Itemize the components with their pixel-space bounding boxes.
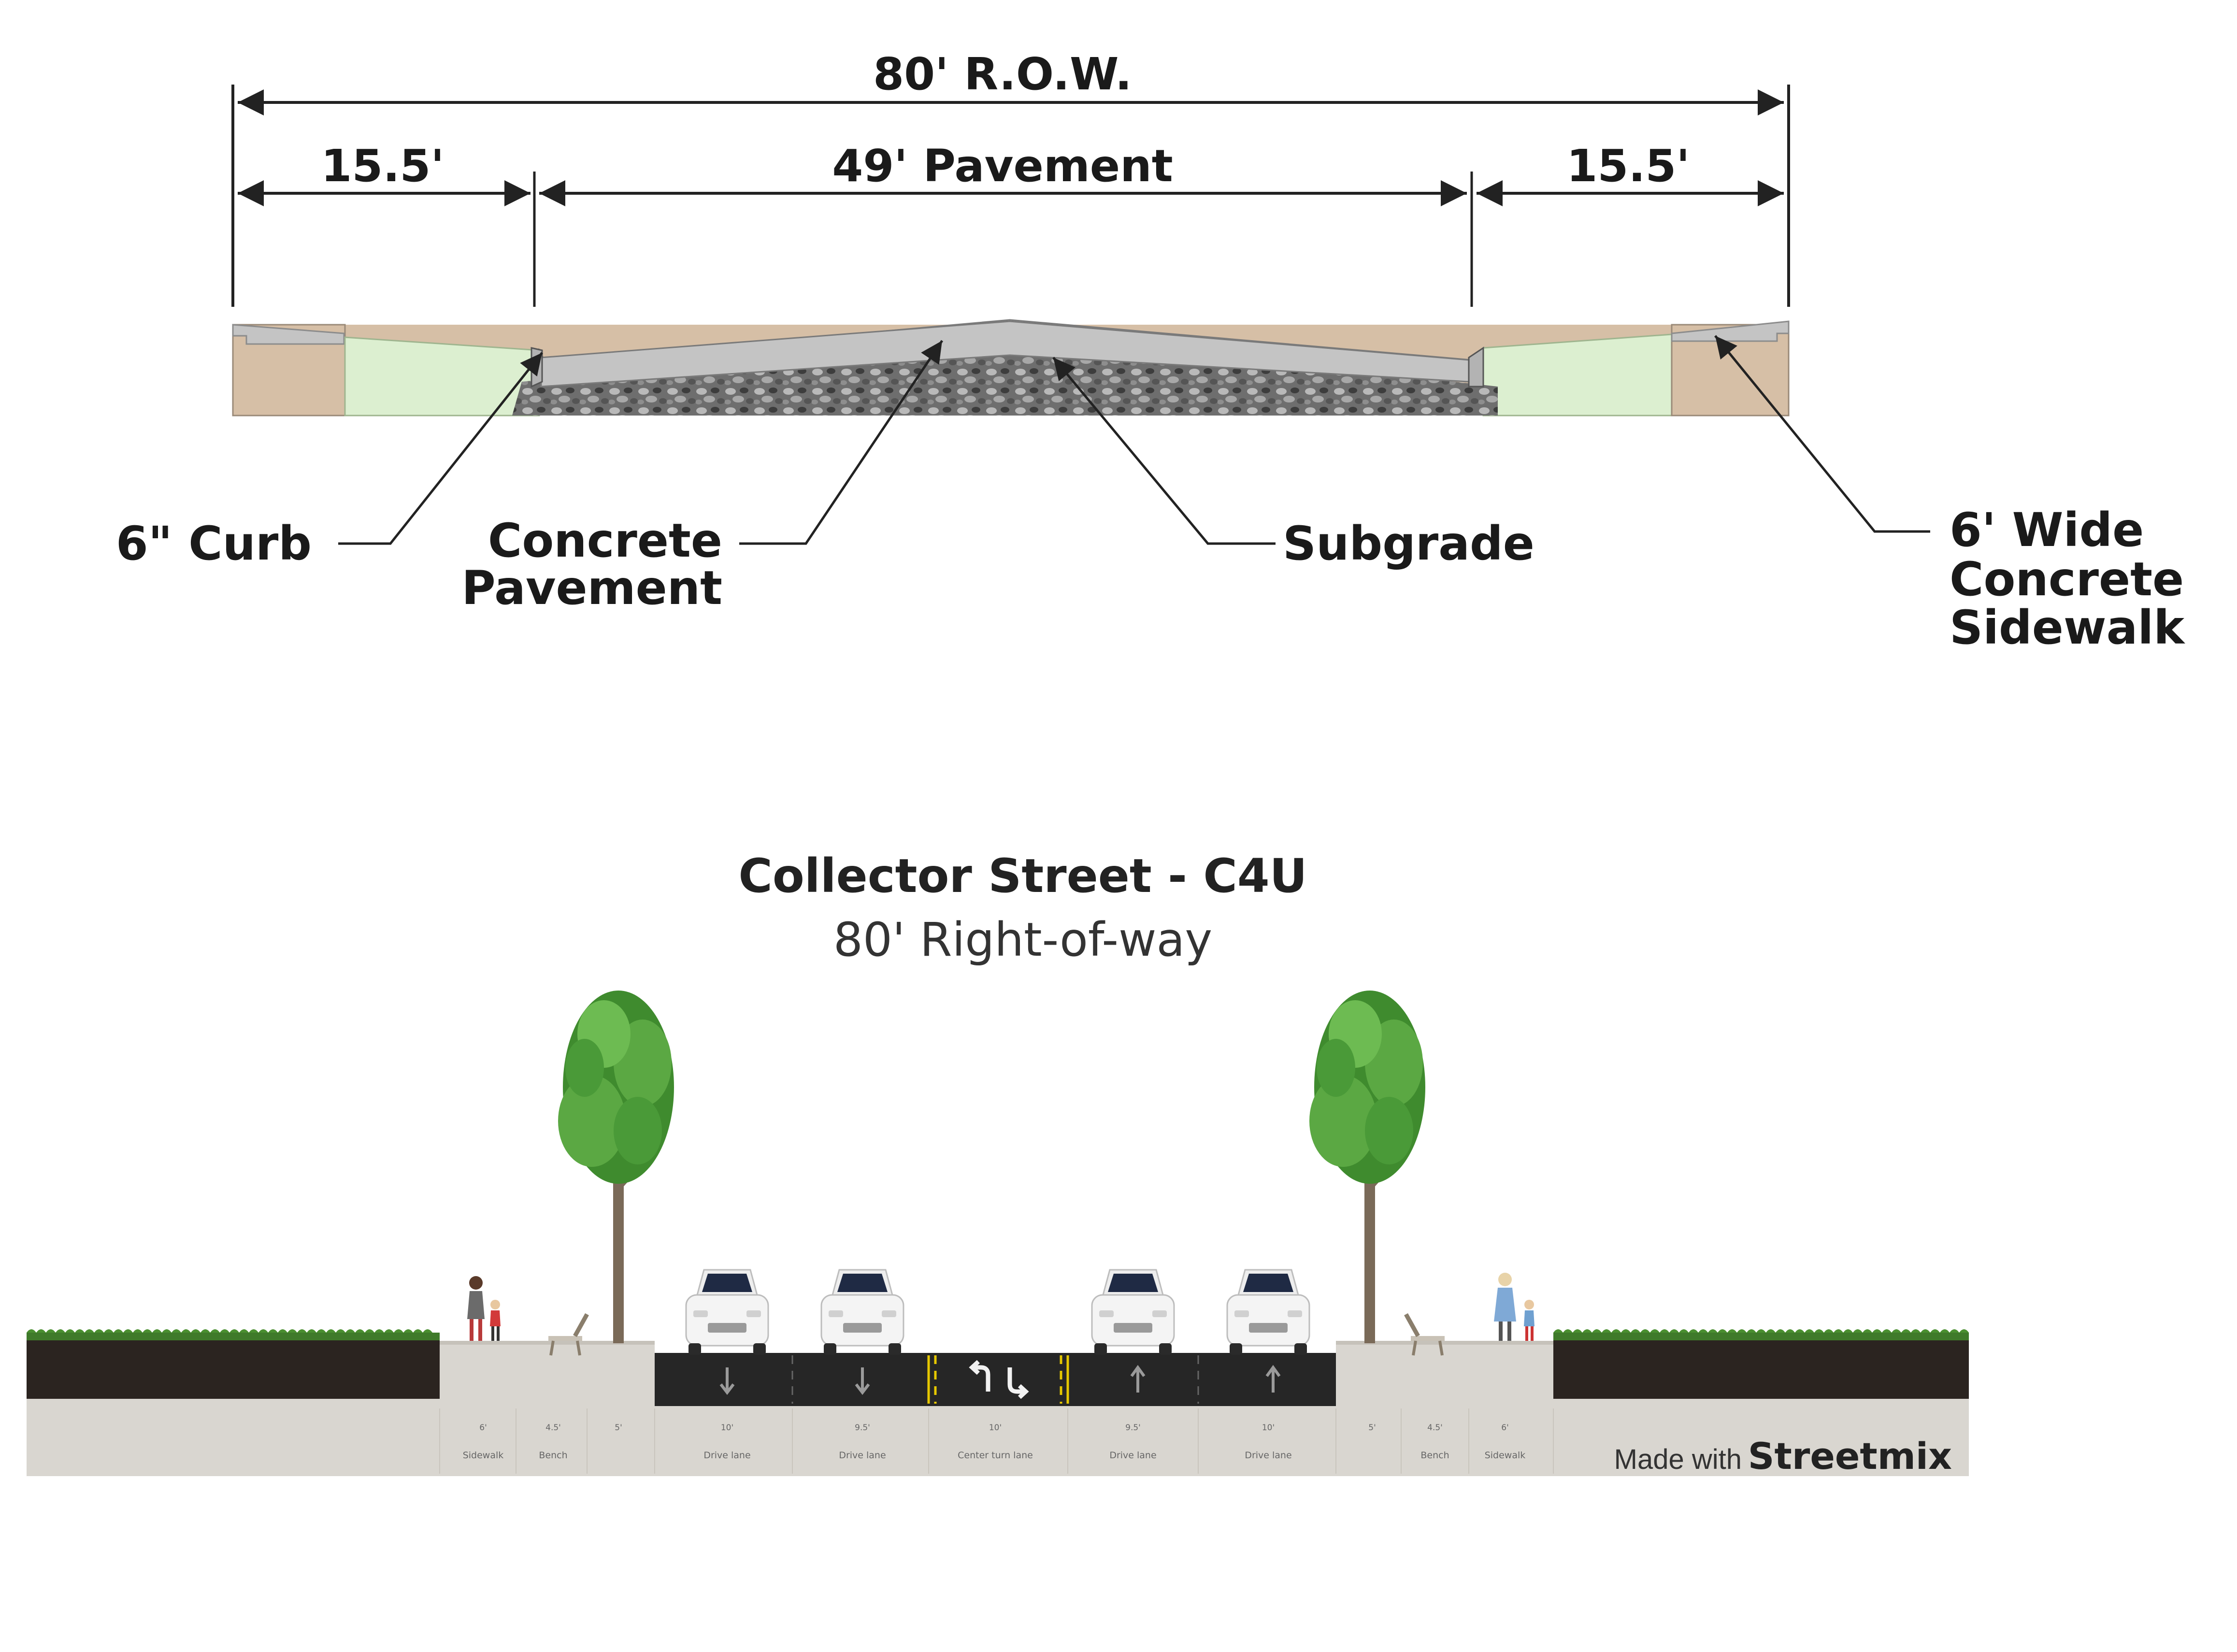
streetmix-logo: Streetmix <box>1748 1435 1952 1478</box>
car-icon <box>685 1269 769 1356</box>
section-title: Collector Street - C4U <box>738 849 1307 903</box>
lane-markings <box>791 1355 1199 1404</box>
down-arrow-icon <box>719 1367 735 1395</box>
sidewalk-callout-line-1: 6' Wide <box>1950 503 2144 557</box>
car-icon <box>1091 1269 1175 1356</box>
concrete-callout-line-1: Concrete <box>488 514 722 568</box>
segment-width-label: 5' <box>615 1423 622 1433</box>
right-landscape-block <box>1553 1329 1969 1476</box>
right-grass-strip <box>1482 333 1673 417</box>
row-dimension-label: 80' R.O.W. <box>873 48 1132 100</box>
segment-width-label: 5' <box>1368 1423 1376 1433</box>
segment-name-label: Drive lane <box>1245 1450 1291 1461</box>
segment-name-label: Drive lane <box>839 1450 886 1461</box>
segment-width-label: 10' <box>1262 1423 1275 1433</box>
right-sidewalk-top <box>1336 1341 1553 1345</box>
pavement-width-label: 49' Pavement <box>832 140 1173 192</box>
top-section: 80' R.O.W. 15.5' 49' Pavement 15.5' <box>116 48 2185 655</box>
up-arrow-icon <box>1130 1365 1146 1393</box>
bottom-section: Collector Street - C4U 80' Right-of-way <box>27 849 1969 1478</box>
car-icon <box>1226 1269 1310 1356</box>
segment-name-label: Bench <box>1420 1450 1449 1461</box>
sidewalk-leader-line <box>1714 335 1930 533</box>
subgrade-layer <box>512 333 1498 416</box>
tree-icon <box>558 991 674 1343</box>
left-sidewalk-slab <box>232 324 345 345</box>
roadway-label-band <box>655 1406 1336 1476</box>
segment-width-label: 10' <box>721 1423 733 1433</box>
concrete-leader-line <box>739 340 944 545</box>
pedestrian-icon <box>1494 1273 1534 1341</box>
left-width-label: 15.5' <box>321 140 444 192</box>
segment-labels: 6' Sidewalk 4.5' Bench 5' 10' Drive lane 9.5' Dr… <box>439 1408 1554 1474</box>
segment-name-label: Drive lane <box>1109 1450 1156 1461</box>
right-curb <box>1468 346 1484 388</box>
car-icon <box>820 1269 904 1356</box>
sidewalk-callout-line-2: Concrete <box>1950 552 2184 606</box>
right-sidewalk-zone <box>1336 1342 1553 1476</box>
curb-leader-line <box>338 352 543 545</box>
up-arrow-icon <box>1265 1365 1281 1393</box>
segment-width-label: 4.5' <box>545 1423 561 1433</box>
right-width-label: 15.5' <box>1566 140 1690 192</box>
segment-width-label: 4.5' <box>1427 1423 1443 1433</box>
segment-width-label: 10' <box>989 1423 1002 1433</box>
segment-name-label: Drive lane <box>703 1450 750 1461</box>
curb-callout: 6" Curb <box>116 517 312 571</box>
credit-prefix: Made with <box>1614 1444 1742 1475</box>
pedestrian-icon <box>467 1276 501 1341</box>
down-arrow-icon <box>855 1367 870 1395</box>
section-subtitle: 80' Right-of-way <box>833 913 1212 967</box>
tree-icon <box>1309 991 1425 1343</box>
right-sidewalk-slab <box>1671 320 1790 342</box>
turn-arrows-icon <box>969 1360 1029 1399</box>
segment-width-label: 9.5' <box>1125 1423 1141 1433</box>
roadway-asphalt <box>655 1353 1336 1406</box>
left-landscape-block <box>27 1329 440 1476</box>
sidewalk-callout-line-3: Sidewalk <box>1950 601 2185 655</box>
segment-width-label: 9.5' <box>855 1423 870 1433</box>
segment-name-label: Bench <box>539 1450 567 1461</box>
segment-width-label: 6' <box>1501 1423 1509 1433</box>
segment-width-label: 6' <box>479 1423 487 1433</box>
left-sidewalk-top <box>440 1341 655 1345</box>
segment-name-label: Sidewalk <box>463 1450 504 1461</box>
subgrade-leader-line <box>1052 357 1276 545</box>
segment-name-label: Center turn lane <box>958 1450 1033 1461</box>
segment-name-label: Sidewalk <box>1485 1450 1526 1461</box>
left-sidewalk-zone <box>440 1342 655 1476</box>
pavement-cross-section <box>232 319 1790 417</box>
concrete-callout-line-2: Pavement <box>461 561 722 615</box>
left-grass-strip <box>344 336 540 417</box>
subgrade-callout: Subgrade <box>1283 517 1534 571</box>
